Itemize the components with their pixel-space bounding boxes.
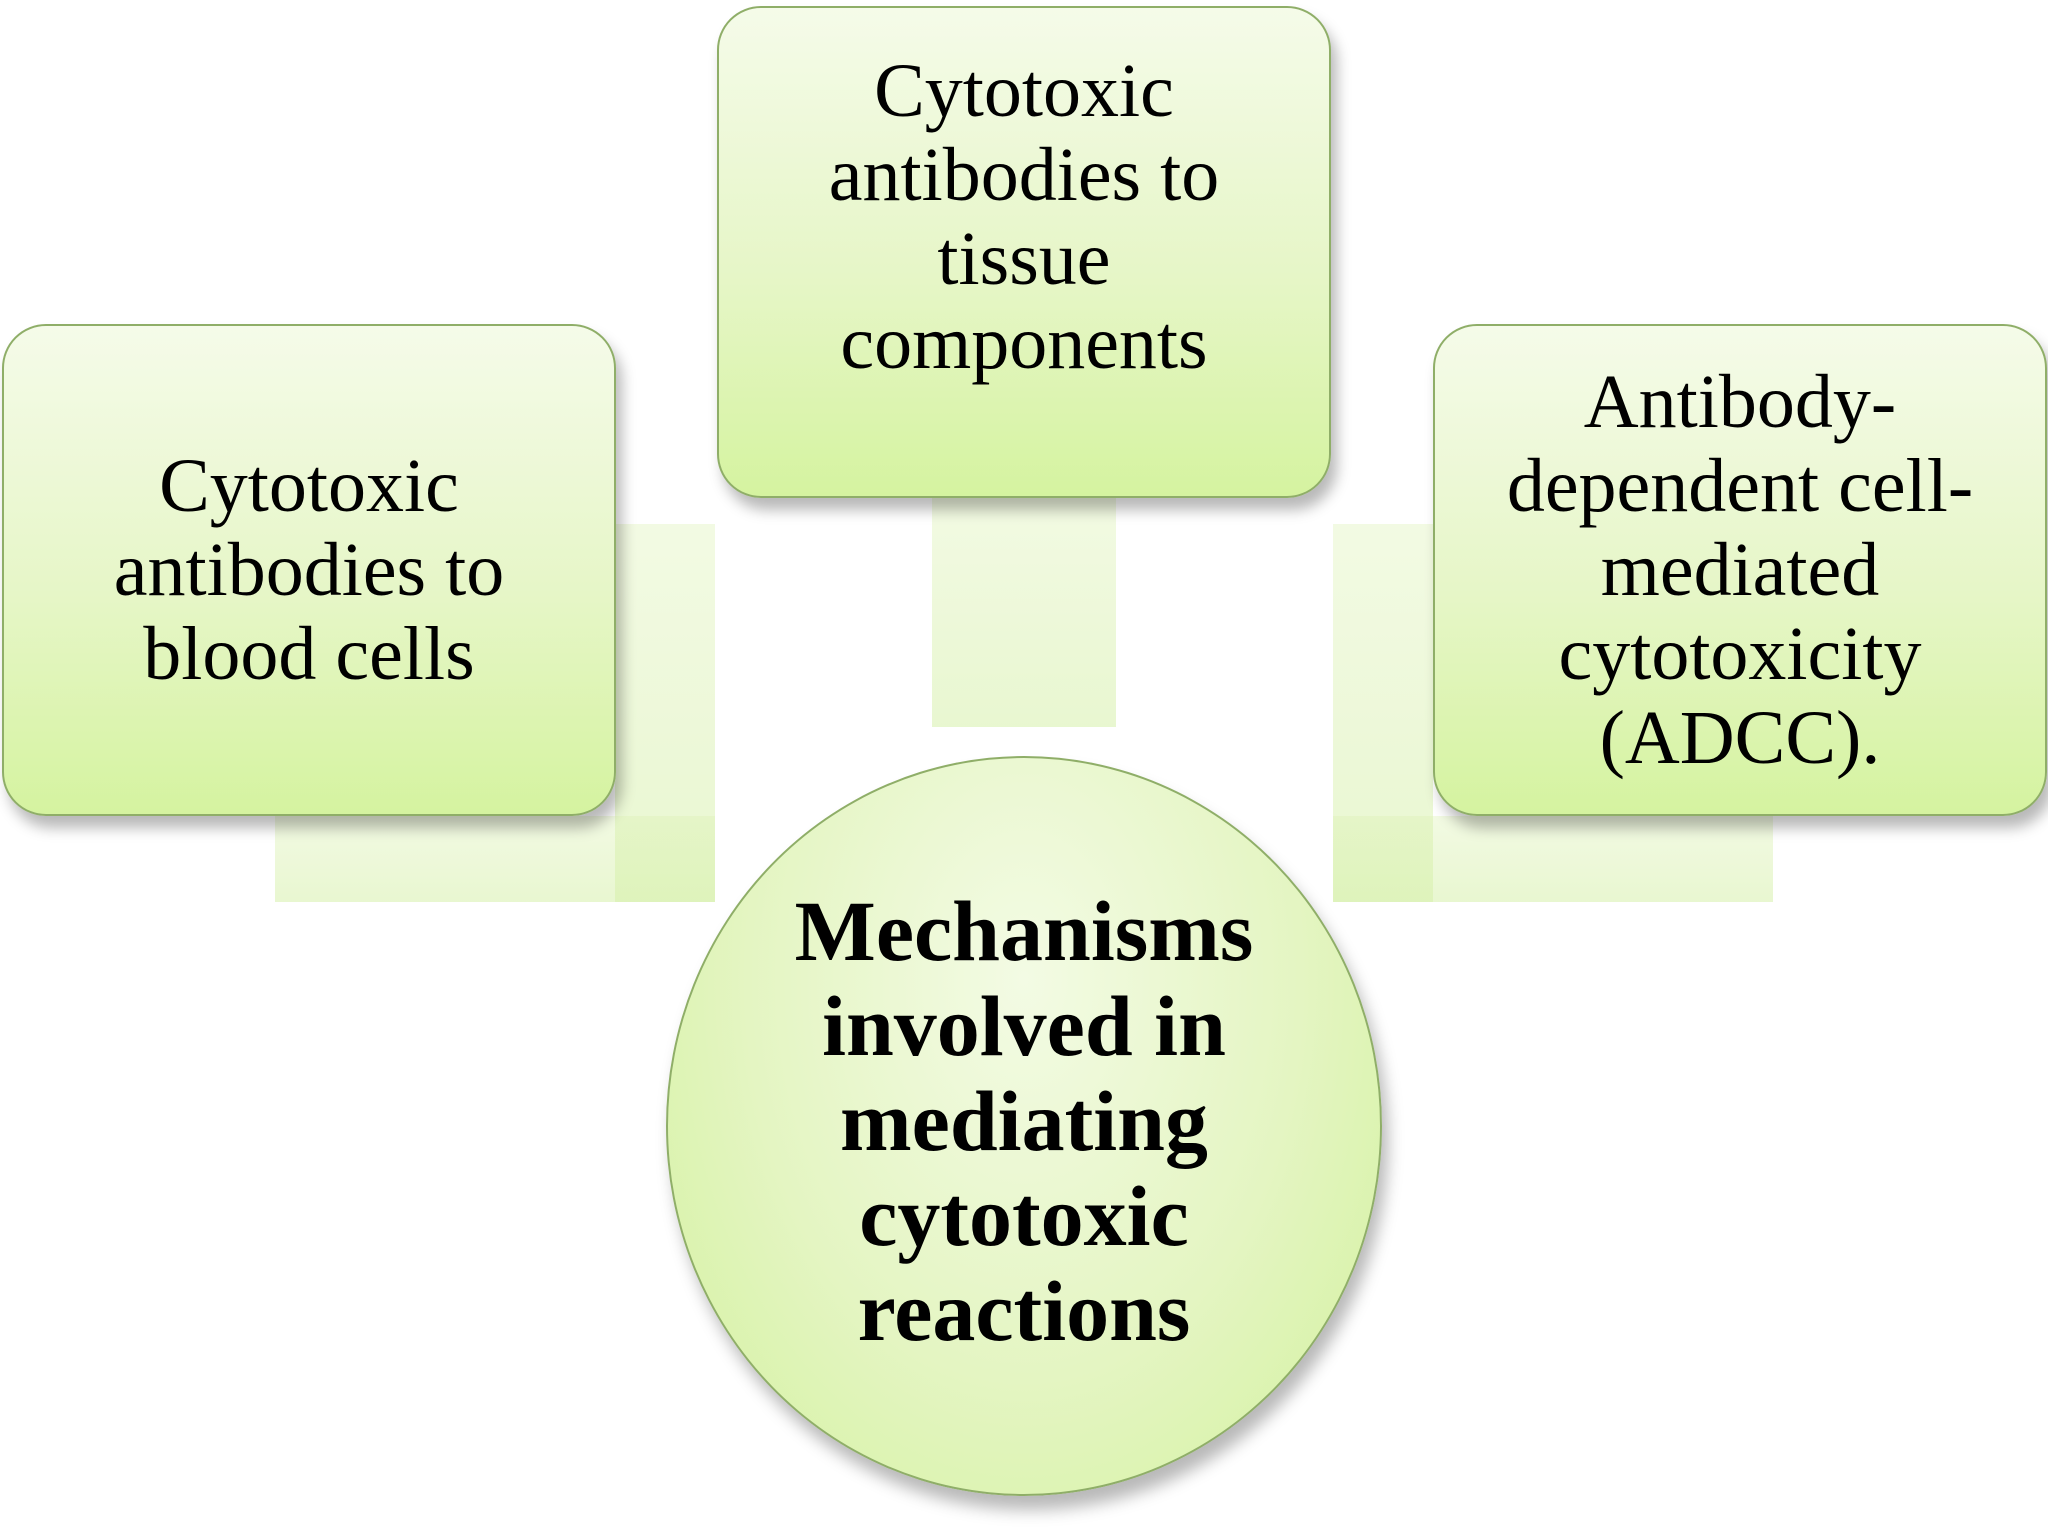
node-adcc-label: Antibody- dependent cell- mediated cytot… — [1506, 360, 1974, 780]
node-tissue-components: Cytotoxic antibodies to tissue component… — [717, 6, 1331, 498]
node-blood-cells-label: Cytotoxic antibodies to blood cells — [113, 444, 505, 696]
center-hub-label: Mechanisms involved in mediating cytotox… — [794, 882, 1254, 1359]
connector-right-vertical — [1333, 524, 1433, 902]
center-hub: Mechanisms involved in mediating cytotox… — [666, 756, 1382, 1496]
node-tissue-components-label: Cytotoxic antibodies to tissue component… — [828, 49, 1220, 385]
node-blood-cells: Cytotoxic antibodies to blood cells — [2, 324, 616, 816]
connector-top-vertical — [932, 495, 1116, 727]
connector-left-vertical — [615, 524, 715, 902]
node-adcc: Antibody- dependent cell- mediated cytot… — [1433, 324, 2047, 816]
